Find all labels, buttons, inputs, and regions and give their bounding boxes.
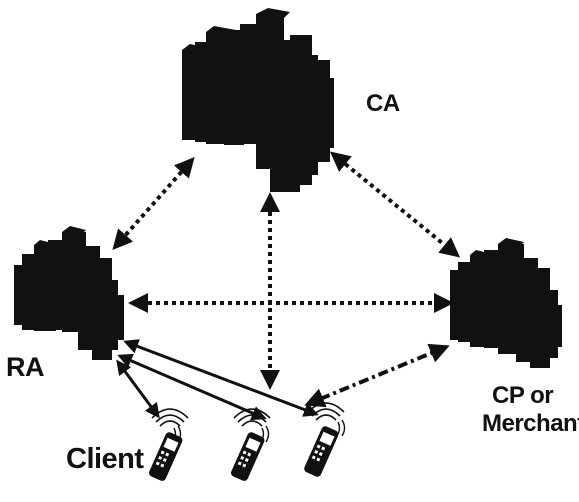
cp-label-line2: Merchant bbox=[482, 409, 579, 437]
ca-server-icon bbox=[182, 8, 334, 192]
phone-icon bbox=[304, 402, 346, 477]
client-label: Client bbox=[66, 443, 144, 475]
ra-server-icon bbox=[14, 226, 124, 360]
connections bbox=[112, 151, 461, 421]
link-cp-client bbox=[304, 343, 450, 408]
cp-merchant-label: CP or Merchant bbox=[482, 382, 579, 437]
cp-label-line1: CP or bbox=[492, 382, 554, 409]
cp-server-icon bbox=[450, 238, 562, 368]
phone-icon bbox=[231, 408, 271, 481]
link-ra-phone3 bbox=[123, 339, 319, 417]
phone-icon bbox=[149, 408, 189, 481]
link-ca-cp bbox=[329, 151, 461, 258]
ca-label: CA bbox=[366, 90, 400, 117]
link-ca-ra bbox=[112, 157, 195, 250]
ra-label: RA bbox=[6, 352, 45, 382]
